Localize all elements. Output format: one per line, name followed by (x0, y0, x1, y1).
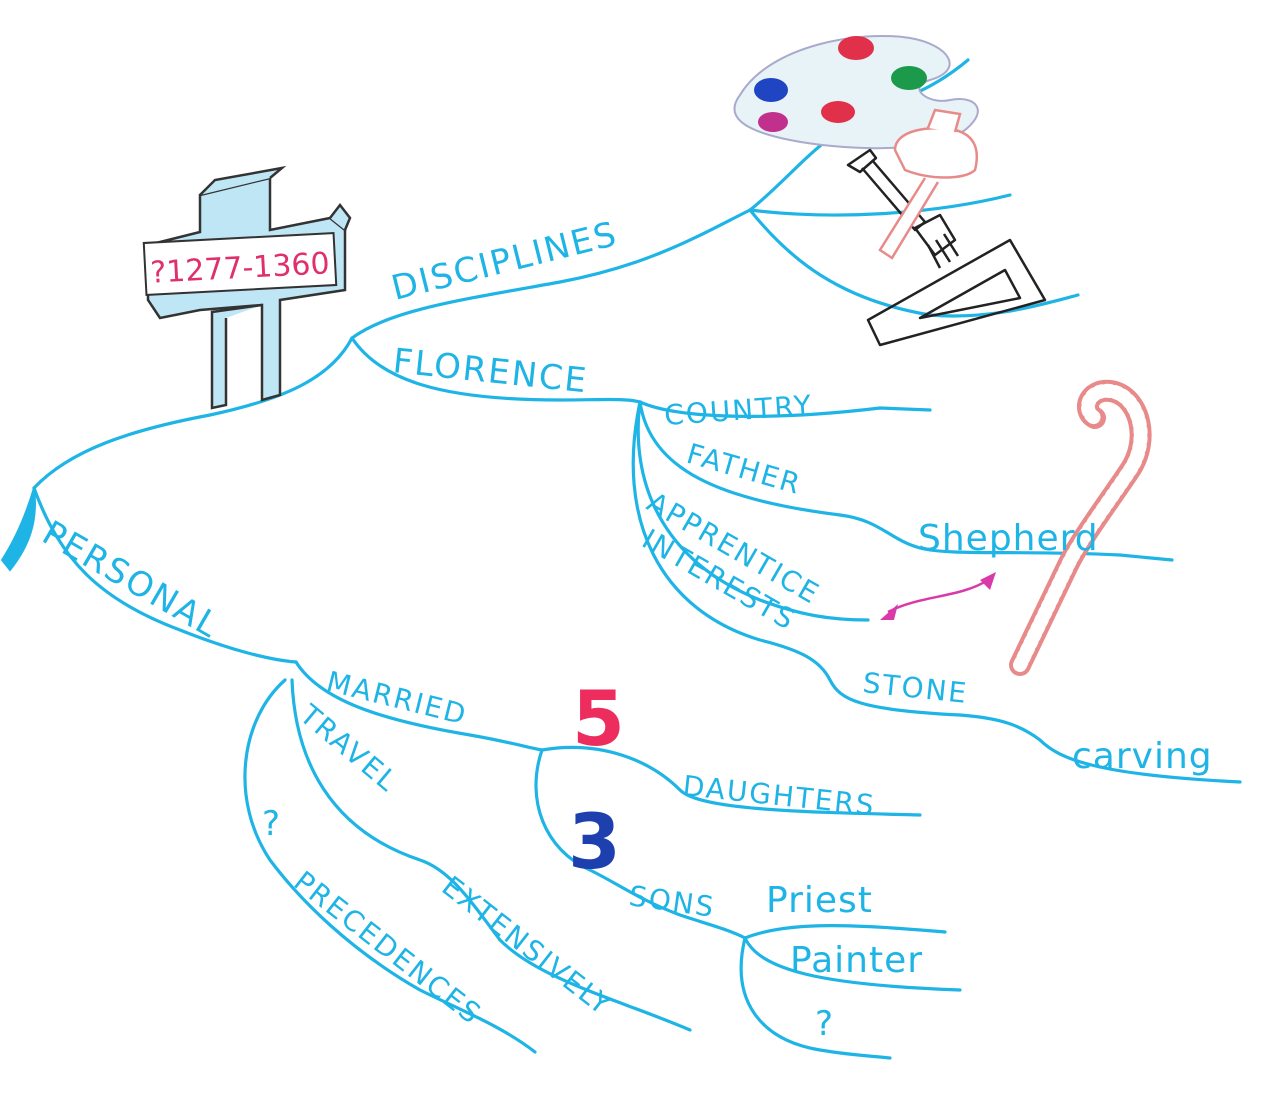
set-square-icon (866, 238, 1047, 347)
country-line (638, 400, 932, 418)
branch-lines (0, 58, 1242, 1060)
travel-line (290, 678, 692, 1032)
root-node (0, 487, 36, 572)
label-florence: FLORENCE (391, 341, 590, 401)
chisel-icon (846, 148, 960, 269)
label-priest: Priest (766, 880, 873, 921)
disciplines-to-square (748, 208, 1080, 318)
label-country: COUNTRY (663, 389, 814, 432)
double-arrow-icon (880, 572, 996, 620)
label-married: MARRIED (323, 665, 470, 732)
priest-line (743, 924, 947, 940)
interests-line (631, 400, 1242, 784)
label-shepherd: Shepherd (918, 518, 1099, 559)
shepherd-crook-icon (1009, 379, 1152, 676)
disciplines-line (350, 208, 752, 340)
label-disciplines: DISCIPLINES (388, 214, 622, 309)
personal-line (32, 486, 298, 664)
sons-line (534, 748, 747, 940)
hammer-icon (878, 108, 979, 260)
disciplines-to-hammer (748, 193, 1012, 217)
daughters-count: 5 (572, 674, 625, 763)
label-carving: carving (1072, 736, 1213, 777)
unknown-son-line (739, 936, 892, 1060)
daughters-line (540, 745, 922, 817)
label-stone: STONE (861, 666, 969, 710)
florence-line (350, 336, 642, 404)
married-line (294, 660, 544, 752)
apprentice-line (636, 400, 870, 622)
label-daughters: DAUGHTERS (681, 769, 877, 822)
label-question-precedence: ? (262, 804, 282, 844)
root-to-upper-line (32, 336, 354, 490)
palette-icon (733, 35, 979, 150)
sons-count: 3 (568, 797, 621, 886)
label-father: FATHER (683, 437, 805, 501)
label-unknown-son: ? (815, 1004, 835, 1044)
label-personal: PERSONAL (36, 513, 227, 646)
father-line (638, 400, 1174, 562)
label-sons: SONS (627, 879, 717, 924)
precedences-line (243, 678, 537, 1054)
label-painter: Painter (790, 940, 923, 981)
painter-line (743, 936, 962, 992)
grave-cross-icon: ?1277-1360 (142, 165, 352, 410)
